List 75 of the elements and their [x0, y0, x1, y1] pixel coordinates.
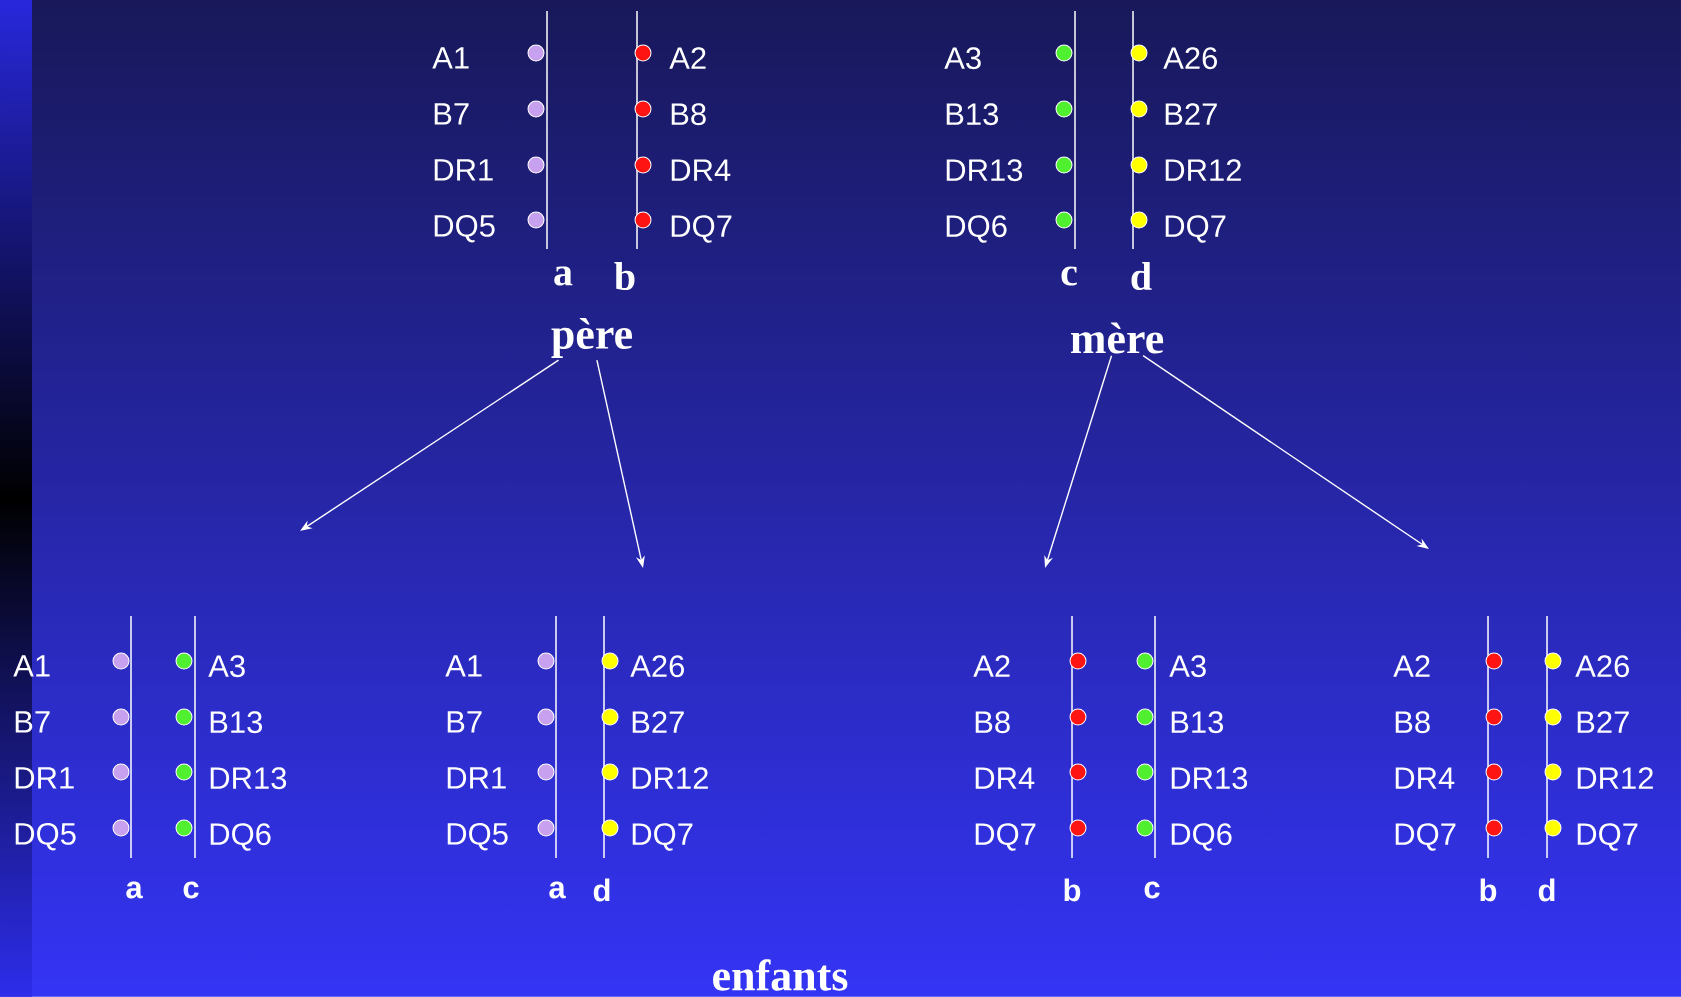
node-label: DQ7: [1395, 823, 1456, 851]
node-label: DQ5: [434, 214, 495, 243]
haplotype-letter: d: [593, 878, 610, 902]
node-label: DR1: [15, 767, 74, 789]
allele-list: A2 B8 DR4 DQ7: [669, 47, 732, 243]
allele-list: A26 B27 DR12 DQ7: [1163, 47, 1241, 243]
allele-list: A1 B7 DR1 DQ5: [445, 655, 508, 851]
node-label: DQ6: [210, 823, 271, 851]
node-label: B27: [1577, 711, 1629, 733]
haplotype-letter: d: [1538, 878, 1555, 902]
arrow: [1142, 355, 1429, 549]
node-label: A26: [630, 655, 685, 678]
node-label: B7: [434, 103, 469, 125]
haplotype-letter: b: [614, 261, 635, 291]
node-label: DQ5: [15, 822, 76, 851]
node-label: DR1: [434, 159, 493, 181]
allele-list: A1 B7 DR1 DQ5: [13, 655, 76, 851]
node-label: DR4: [1395, 767, 1455, 789]
haplotype-letter: c: [1144, 881, 1160, 899]
haplotype-letter: c: [1061, 266, 1077, 286]
arrow: [300, 359, 560, 531]
allele-list: A2 B8 DR4 DQ7: [1393, 655, 1456, 851]
node-label: B7: [447, 711, 482, 733]
allele-list: A1 B7 DR1 DQ5: [432, 47, 495, 243]
node-label: DR12: [632, 767, 708, 789]
node-label: B13: [946, 103, 999, 126]
node-label: B8: [1395, 711, 1430, 734]
node-label: A1: [445, 655, 482, 677]
haplotype-letter: b: [1064, 878, 1081, 902]
node-label: A2: [669, 47, 706, 69]
parent-label: père: [551, 318, 632, 358]
node-label: DR12: [1577, 767, 1653, 789]
node-label: A3: [944, 47, 981, 70]
allele-list: A3 B13 DR13 DQ6: [944, 47, 1023, 243]
node-label: DR1: [447, 767, 506, 789]
haplotype-letter: d: [1131, 261, 1152, 291]
node-label: DR13: [946, 159, 1023, 182]
node-label: DQ6: [946, 215, 1007, 243]
node-label: A2: [973, 655, 1010, 677]
group-label: enfants: [713, 959, 848, 991]
node-label: DQ7: [671, 215, 732, 243]
allele-list: A26 B27 DR12 DQ7: [1575, 655, 1653, 851]
node-label: DR4: [671, 159, 731, 181]
node-label: DR13: [210, 767, 287, 790]
node-label: A26: [1575, 655, 1630, 678]
node-label: B7: [15, 711, 50, 733]
node-label: DR12: [1165, 159, 1241, 181]
parent-label: mère: [1070, 322, 1164, 354]
node-label: A1: [432, 47, 469, 69]
node-label: DQ7: [1165, 215, 1226, 243]
haplotype-letter: a: [554, 266, 573, 286]
node-label: DQ7: [632, 823, 693, 851]
node-label: DQ5: [447, 822, 508, 851]
node-label: B8: [671, 103, 706, 126]
haplotype-letter: a: [126, 881, 143, 899]
haplotype-letter: b: [1480, 878, 1497, 902]
haplotype-letter: a: [549, 881, 566, 899]
node-label: DQ6: [1171, 823, 1232, 851]
node-label: A2: [1393, 655, 1430, 677]
node-label: B8: [975, 711, 1010, 734]
node-label: DQ7: [1577, 823, 1638, 851]
node-label: DQ7: [975, 823, 1036, 851]
allele-list: A2 B8 DR4 DQ7: [973, 655, 1036, 851]
node-label: A3: [1169, 655, 1206, 678]
node-label: A1: [13, 655, 50, 677]
node-label: B13: [1171, 711, 1224, 734]
haplotype-letter: c: [183, 881, 199, 899]
allele-list: A26 B27 DR12 DQ7: [630, 655, 708, 851]
node-label: DR13: [1171, 767, 1248, 790]
node-label: B13: [210, 711, 263, 734]
node-label: DR4: [975, 767, 1035, 789]
node-label: A3: [208, 655, 245, 678]
node-label: B27: [632, 711, 684, 733]
node-label: B27: [1165, 103, 1217, 125]
node-label: A26: [1163, 47, 1218, 70]
